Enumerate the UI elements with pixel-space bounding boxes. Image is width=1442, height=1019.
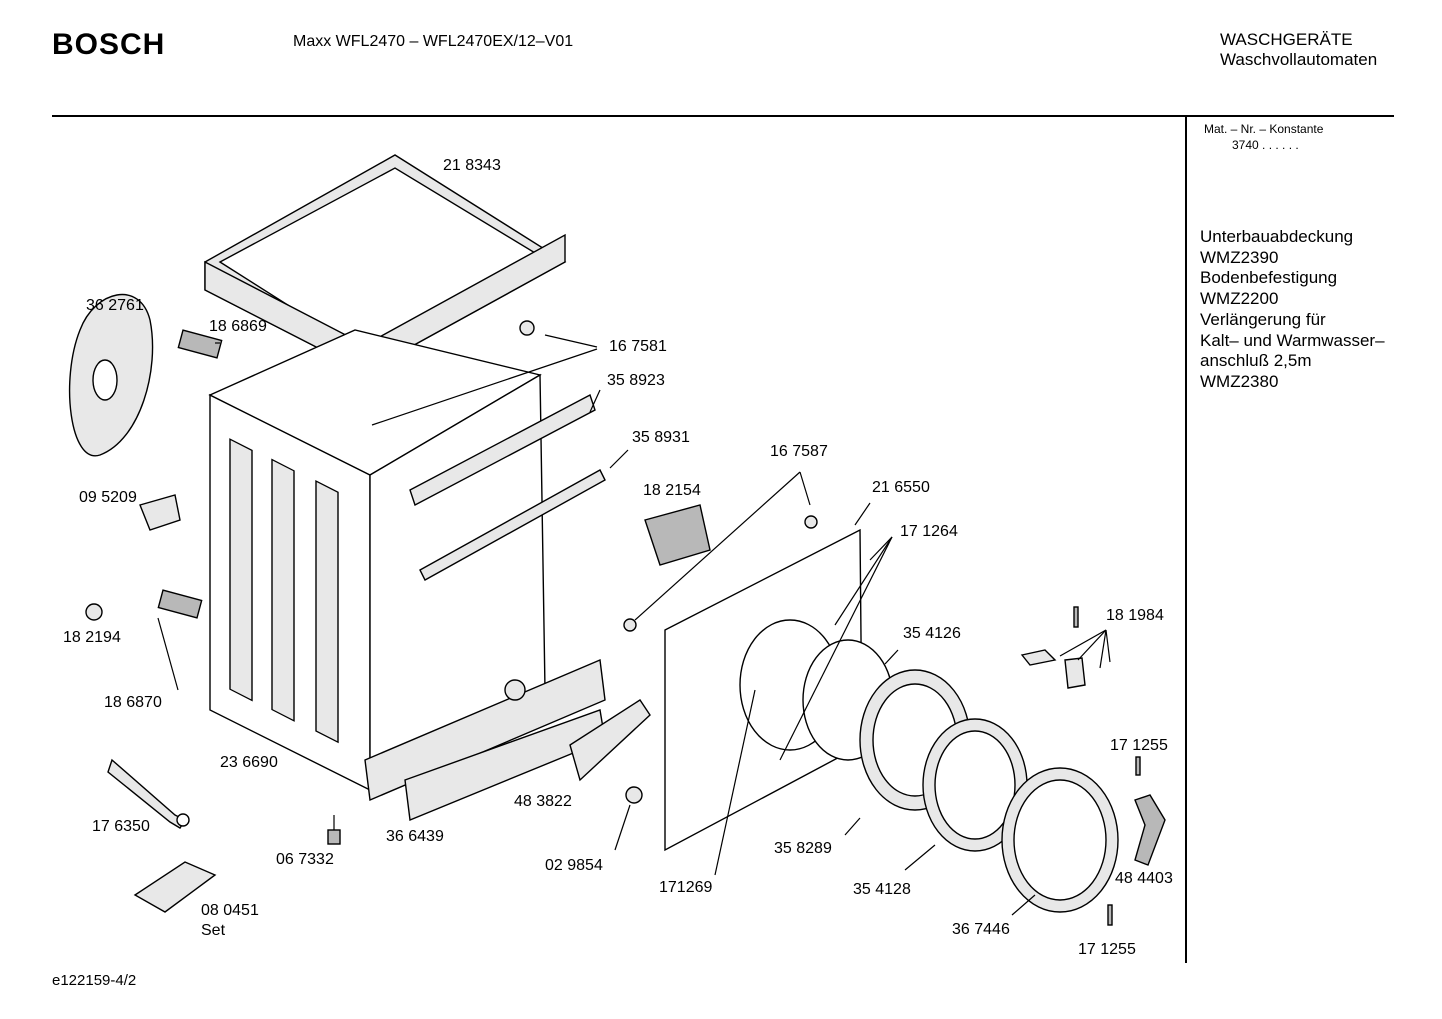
part-label: 02 9854: [545, 857, 603, 874]
accessories-list: Unterbauabdeckung WMZ2390 Bodenbefestigu…: [1200, 227, 1385, 393]
sidebar-divider: [1185, 117, 1187, 963]
drawing-code: e122159-4/2: [52, 972, 137, 989]
leader-lines: [157, 334, 1111, 916]
part-label-rear-panel: 36 2761: [86, 297, 144, 314]
part-label-cabinet: 23 6690: [220, 754, 278, 771]
category-line-1: WASCHGERÄTE: [1220, 30, 1353, 49]
accessory-line: anschluß 2,5m: [1200, 351, 1312, 371]
top-cover-part: [204, 154, 567, 374]
accessory-line: WMZ2200: [1200, 289, 1279, 309]
mat-number-block: Mat. – Nr. – Konstante 3740 . . . . . .: [1204, 121, 1323, 153]
part-label: 18 2154: [643, 482, 701, 499]
part-label: 08 0451: [201, 902, 259, 919]
part-label: 18 2194: [63, 629, 121, 646]
accessory-line: WMZ2380: [1200, 371, 1279, 391]
part-label: 17 1255: [1110, 737, 1168, 754]
part-label: 17 6350: [92, 818, 150, 835]
part-label: 36 7446: [952, 921, 1010, 938]
front-panel-parts: [519, 320, 1166, 926]
accessory-line: Bodenbefestigung: [1200, 268, 1338, 288]
part-label: 16 7587: [770, 443, 828, 460]
part-label: 35 4126: [903, 625, 961, 642]
category-heading: WASCHGERÄTE Waschvollautomaten: [1220, 30, 1377, 70]
part-label: 18 6870: [104, 694, 162, 711]
accessory-line: Kalt– und Warmwasser–: [1200, 330, 1385, 350]
part-label: 17 1264: [900, 523, 958, 540]
part-label: 17 1255: [1078, 941, 1136, 958]
part-label: 06 7332: [276, 851, 334, 868]
part-label: 21 6550: [872, 479, 930, 496]
model-title: Maxx WFL2470 – WFL2470EX/12–V01: [293, 33, 574, 50]
part-label: 48 4403: [1115, 870, 1173, 887]
mat-value: 3740 . . . . . .: [1232, 138, 1299, 152]
part-label: 48 3822: [514, 793, 572, 810]
header-divider: [52, 115, 1394, 117]
mat-label: Mat. – Nr. – Konstante: [1204, 122, 1324, 136]
brand-logo: BOSCH: [52, 28, 166, 61]
part-label: 35 4128: [853, 881, 911, 898]
part-label: 171269: [659, 879, 713, 896]
part-label-top-cover: 21 8343: [443, 157, 501, 174]
detergent-drawer-parts: [404, 699, 651, 821]
accessory-line: Unterbauabdeckung: [1200, 227, 1354, 246]
part-label: 09 5209: [79, 489, 137, 506]
part-label: 18 6869: [209, 318, 267, 335]
part-label: 16 7581: [609, 338, 667, 355]
accessory-line: WMZ2390: [1200, 247, 1279, 267]
part-label: 35 8931: [632, 429, 690, 446]
part-label: 35 8289: [774, 840, 832, 857]
category-line-2: Waschvollautomaten: [1220, 50, 1378, 69]
part-label: 36 6439: [386, 828, 444, 845]
part-label-set: Set: [201, 922, 226, 939]
left-small-parts: [68, 293, 341, 913]
cabinet-housing-part: [208, 329, 606, 802]
part-label: 35 8923: [607, 372, 665, 389]
accessory-line: Verlängerung für: [1200, 309, 1326, 329]
part-label: 18 1984: [1106, 607, 1164, 624]
